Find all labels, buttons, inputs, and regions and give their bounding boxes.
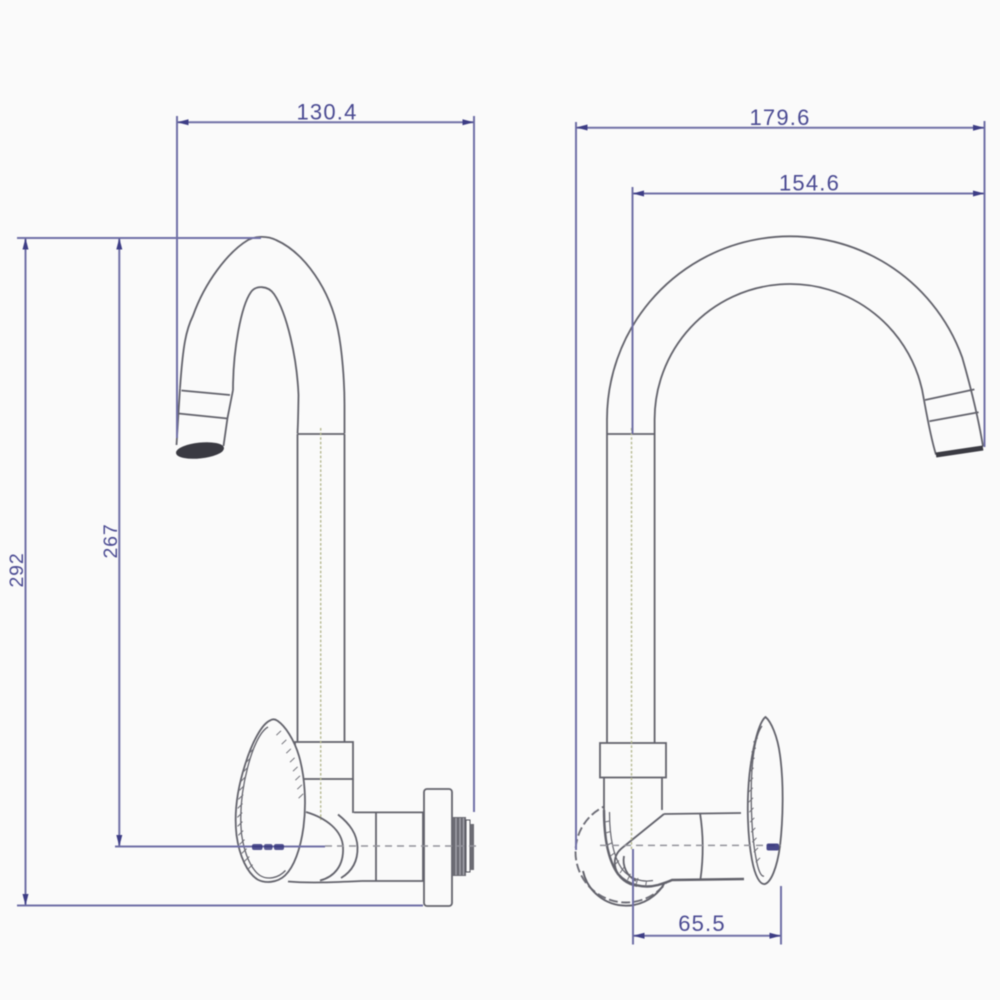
svg-text:267: 267	[100, 524, 122, 559]
svg-text:65.5: 65.5	[678, 911, 726, 936]
svg-text:130.4: 130.4	[296, 100, 357, 125]
svg-text:292: 292	[6, 553, 28, 588]
svg-text:179.6: 179.6	[749, 105, 810, 130]
svg-text:154.6: 154.6	[779, 171, 840, 196]
